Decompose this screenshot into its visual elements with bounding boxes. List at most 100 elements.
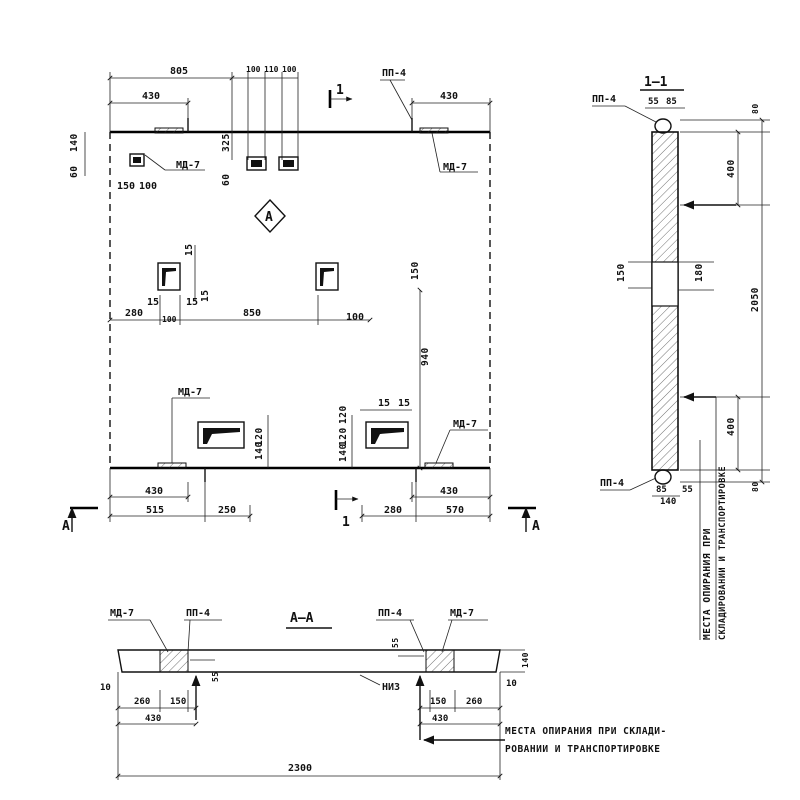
section-1-1-title: 1—1 <box>644 75 668 90</box>
dim-60-left: 60 <box>69 166 80 178</box>
dim-60-mid: 60 <box>221 174 232 186</box>
dim-150-hole: 150 <box>117 181 135 192</box>
dim-140-left: 140 <box>69 133 80 152</box>
opening-bottom-left <box>197 421 245 449</box>
dim-15-a: 15 <box>184 244 195 256</box>
dim-2050: 2050 <box>750 287 761 312</box>
support-note-section-line2: СКЛАДИРОВАНИИ И ТРАНСПОРТИРОВКЕ <box>718 466 728 640</box>
dim-260-aa-left: 260 <box>134 697 150 707</box>
section-a-a: А—А МД-7 ПП-4 ПП-4 МД-7 55 140 10 55 10 … <box>100 608 667 780</box>
dim-430-aa-left: 430 <box>145 714 161 724</box>
label-md7-2: МД-7 <box>443 162 467 173</box>
opening-bottom-right <box>365 421 409 449</box>
cut-mark-a-left-label: А <box>62 519 70 534</box>
dim-250: 250 <box>218 505 236 516</box>
support-note-section-line1: МЕСТА ОПИРАНИЯ ПРИ <box>702 528 713 640</box>
label-bottom-niz: НИЗ <box>382 682 400 693</box>
dim-150-aa-right: 150 <box>430 697 446 707</box>
dim-100-mid: 100 <box>162 315 177 324</box>
section-a-a-title: А—А <box>290 611 314 626</box>
section-a-a-plate-right <box>425 649 455 673</box>
dim-55-aa-right: 55 <box>391 637 400 648</box>
dim-100-right: 100 <box>346 312 364 323</box>
plate-md7-top-right <box>419 127 449 134</box>
dim-120-b: 120 <box>254 427 265 446</box>
opening-mid-left <box>157 262 181 291</box>
dim-150-mid: 150 <box>410 261 421 280</box>
label-md7-1: МД-7 <box>176 160 200 171</box>
dim-430-top-right: 430 <box>440 91 458 102</box>
dim-430-top-left: 430 <box>142 91 160 102</box>
plate-md7-bottom-right <box>424 462 454 469</box>
dim-850: 850 <box>243 308 261 319</box>
dim-15-b: 15 <box>200 290 211 302</box>
section-1-1: 1—1 ПП-4 55 85 80 400 2050 400 80 <box>592 75 770 640</box>
dim-150-aa-left: 150 <box>170 697 186 707</box>
dim-2300: 2300 <box>288 763 312 774</box>
dim-150-section: 150 <box>616 263 627 282</box>
section-1-1-opening <box>651 261 679 307</box>
support-note-aa-line2: РОВАНИИ И ТРАНСПОРТИРОВКЕ <box>505 744 661 755</box>
cut-mark-a-right-label: А <box>532 519 540 534</box>
section-a-a-body <box>117 649 501 673</box>
dim-80-bottom: 80 <box>751 481 760 492</box>
dim-515: 515 <box>146 505 164 516</box>
dim-110: 110 <box>264 65 279 74</box>
dim-85-bottom: 85 <box>656 485 667 495</box>
dim-140-section: 140 <box>660 497 676 507</box>
dim-180: 180 <box>694 263 705 282</box>
dim-10-aa-left: 10 <box>100 683 111 693</box>
dim-55-top: 55 <box>648 97 659 107</box>
dim-120-a: 120 <box>338 405 349 424</box>
dim-55-bottom: 55 <box>682 485 693 495</box>
opening-small-2 <box>246 156 267 171</box>
dim-10-aa-right: 10 <box>506 679 517 689</box>
dim-430-aa-right: 430 <box>432 714 448 724</box>
label-md7-3: МД-7 <box>178 387 202 398</box>
dim-140-a: 140 <box>254 441 265 460</box>
label-pp4-section-top: ПП-4 <box>592 94 616 105</box>
opening-small-3 <box>278 156 299 171</box>
support-note-aa-line1: МЕСТА ОПИРАНИЯ ПРИ СКЛАДИ- <box>505 726 667 737</box>
dim-400-bottom: 400 <box>726 417 737 436</box>
dim-400-top: 400 <box>726 159 737 178</box>
dim-140-b: 140 <box>338 443 349 462</box>
dim-15-c: 15 <box>147 297 159 308</box>
section-a-a-plate-left <box>159 649 189 673</box>
dim-15-d: 15 <box>186 297 198 308</box>
label-pp4-section-bottom: ПП-4 <box>600 478 624 489</box>
dim-280-mid: 280 <box>125 308 143 319</box>
dim-80-top: 80 <box>751 103 760 114</box>
opening-mid-right <box>315 262 339 291</box>
dim-280-bottom: 280 <box>384 505 402 516</box>
label-md7-aa-left: МД-7 <box>110 608 134 619</box>
center-mark-label: А <box>265 210 273 225</box>
dim-55-aa-left: 55 <box>211 671 220 682</box>
dim-120-c: 120 <box>338 427 349 446</box>
opening-small-1 <box>129 153 145 167</box>
label-md7-aa-right: МД-7 <box>450 608 474 619</box>
loop-top <box>654 118 672 134</box>
loop-bottom <box>654 469 672 485</box>
dim-940: 940 <box>420 347 431 366</box>
dim-85-top: 85 <box>666 97 677 107</box>
plate-md7-top-left <box>154 127 184 134</box>
plan-view: 805 430 430 100 110 100 ПП-4 1 МД-7 МД-7 <box>62 65 540 534</box>
dim-100-a: 100 <box>246 65 261 74</box>
dim-100-b: 100 <box>282 65 297 74</box>
label-pp4-aa-left: ПП-4 <box>186 608 210 619</box>
center-mark-diamond <box>254 198 286 234</box>
label-md7-4: МД-7 <box>453 419 477 430</box>
dim-430-bottom-right: 430 <box>440 486 458 497</box>
dim-570: 570 <box>446 505 464 516</box>
label-pp4-aa-right: ПП-4 <box>378 608 402 619</box>
dim-430-bottom-left: 430 <box>145 486 163 497</box>
section-mark-1-top-label: 1 <box>336 83 344 98</box>
dim-15-e: 15 <box>378 398 390 409</box>
plate-md7-bottom-left <box>157 462 187 469</box>
dim-260-aa-right: 260 <box>466 697 482 707</box>
dim-805: 805 <box>170 66 188 77</box>
dim-15-f: 15 <box>398 398 410 409</box>
dim-100-hole: 100 <box>139 181 157 192</box>
